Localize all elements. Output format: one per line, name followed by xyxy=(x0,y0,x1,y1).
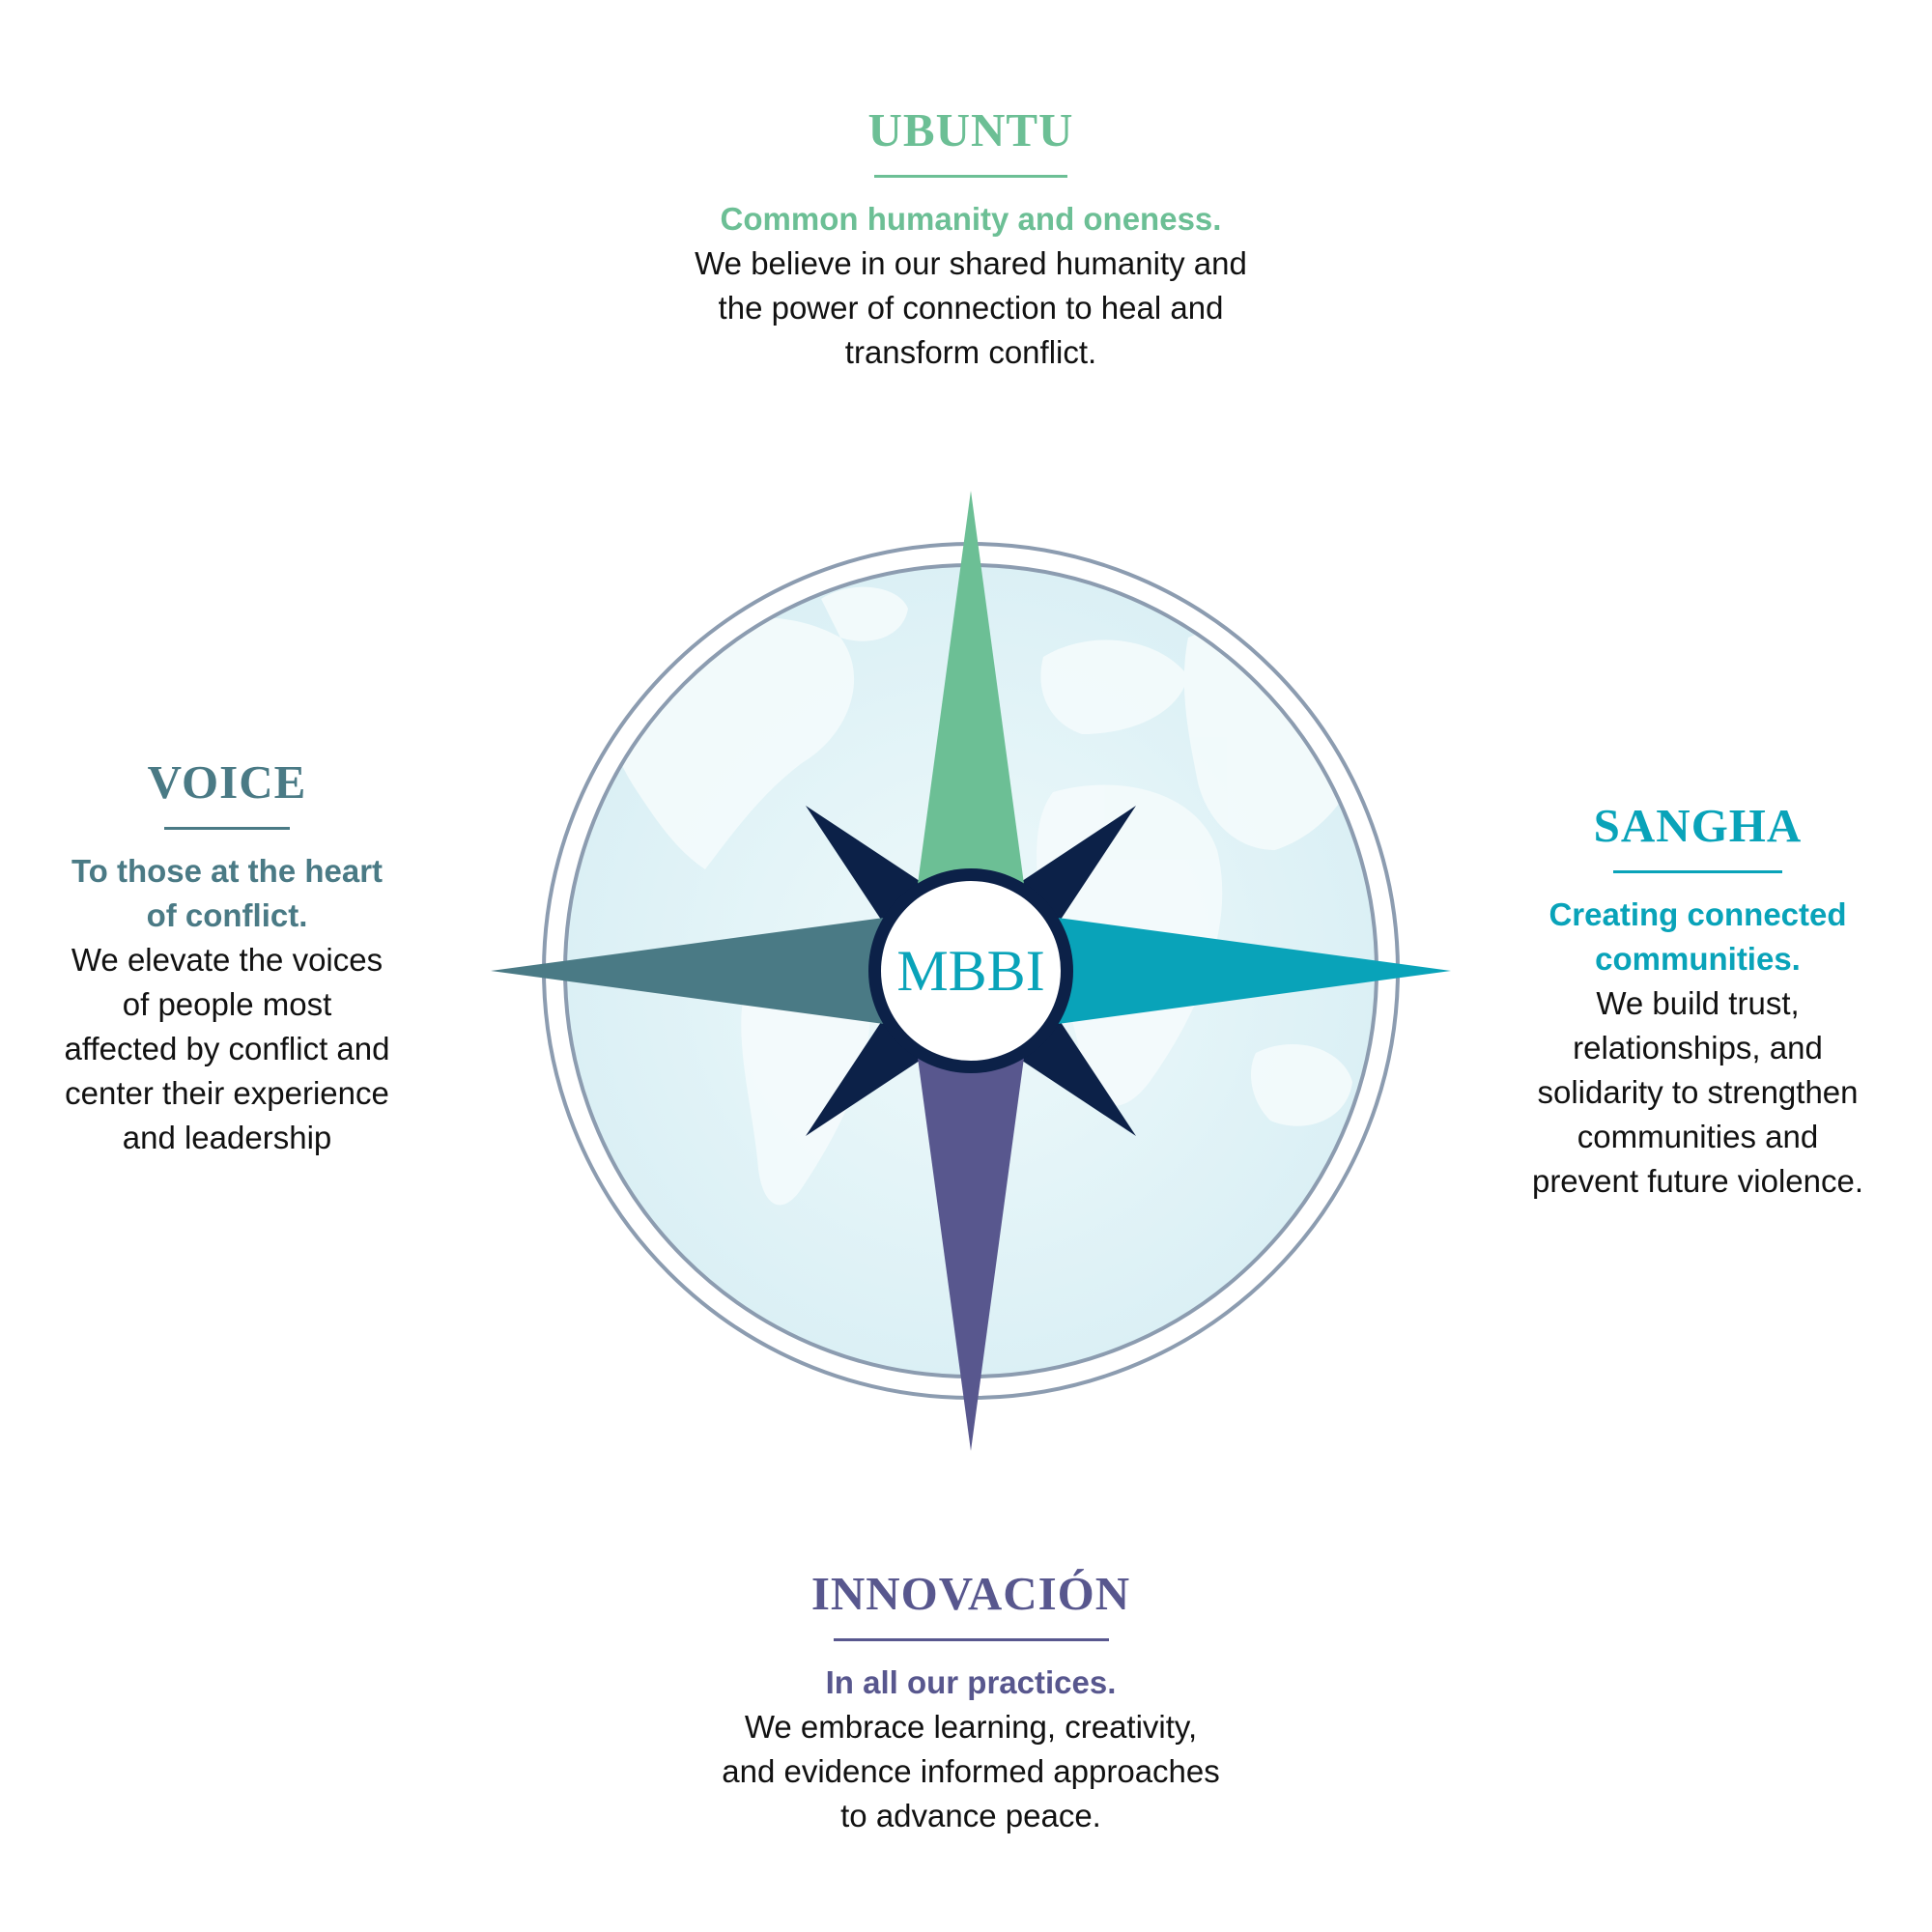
value-title: VOICE xyxy=(147,755,307,809)
center-badge-inner xyxy=(881,881,1061,1061)
value-title: SANGHA xyxy=(1593,799,1803,852)
value-tagline: In all our practices. xyxy=(825,1664,1117,1700)
compass-point-north xyxy=(918,491,1024,884)
value-description: We believe in our shared humanity and th… xyxy=(695,245,1247,370)
value-block-ubuntu: UBUNTU Common humanity and oneness. We b… xyxy=(676,106,1265,375)
title-divider xyxy=(1613,870,1782,873)
title-divider xyxy=(164,827,290,830)
value-tagline: Common humanity and oneness. xyxy=(720,201,1222,237)
value-block-innovacion: INNOVACIÓN In all our practices. We embr… xyxy=(696,1570,1246,1838)
title-divider xyxy=(833,1638,1109,1641)
compass-point-west xyxy=(491,918,884,1024)
compass-point-south xyxy=(918,1058,1024,1451)
value-title: UBUNTU xyxy=(867,103,1074,156)
title-divider xyxy=(874,175,1067,178)
value-title: INNOVACIÓN xyxy=(810,1567,1131,1620)
value-tagline: Creating connected communities. xyxy=(1548,896,1847,977)
value-description: We elevate the voices of people most aff… xyxy=(64,942,390,1155)
compass-point-east xyxy=(1058,918,1451,1024)
value-block-sangha: SANGHA Creating connected communities. W… xyxy=(1507,802,1889,1204)
value-description: We build trust, relationships, and solid… xyxy=(1531,985,1864,1199)
value-block-voice: VOICE To those at the heart of conflict.… xyxy=(34,758,420,1160)
center-label: MBBI xyxy=(896,939,1045,1003)
value-tagline: To those at the heart of conflict. xyxy=(71,853,384,933)
value-description: We embrace learning, creativity, and evi… xyxy=(722,1709,1220,1833)
